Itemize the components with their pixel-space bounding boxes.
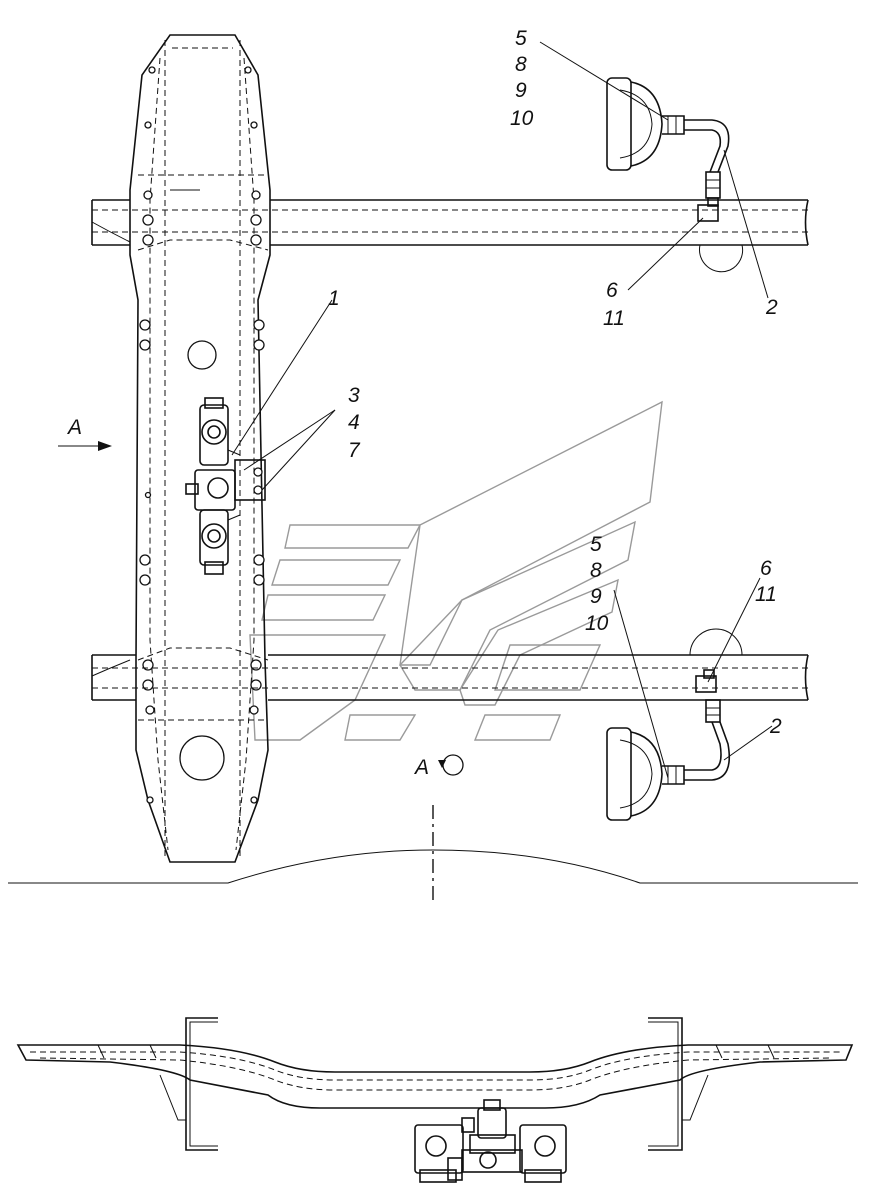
section-mark-label: A bbox=[413, 756, 429, 779]
valve-assembly-top-view bbox=[185, 397, 266, 575]
callout-9-mid: 9 bbox=[590, 585, 602, 608]
callout-10-top: 10 bbox=[510, 107, 534, 130]
view-arrow-a: A bbox=[58, 416, 112, 451]
callout-7: 7 bbox=[348, 439, 361, 462]
leader-lines bbox=[231, 41, 773, 779]
upper-axle-beam bbox=[91, 199, 809, 273]
callout-2-bottom: 2 bbox=[769, 715, 782, 738]
callout-4: 4 bbox=[348, 411, 360, 434]
watermark-logo bbox=[249, 400, 663, 741]
callout-labels: 5 8 9 10 6 11 2 1 3 4 7 5 8 9 10 6 11 2 bbox=[328, 27, 782, 738]
upper-brake-hose bbox=[684, 119, 730, 222]
callout-2-top: 2 bbox=[765, 296, 778, 319]
callout-5-mid: 5 bbox=[590, 533, 602, 556]
callout-8-top: 8 bbox=[515, 53, 527, 76]
valve-assembly-front-view bbox=[414, 1099, 567, 1183]
callout-11-bottom: 11 bbox=[755, 583, 777, 606]
callout-6-bottom: 6 bbox=[760, 557, 772, 580]
upper-brake-chamber bbox=[606, 77, 685, 171]
cross-member-front-view bbox=[16, 1044, 854, 1109]
callout-8-mid: 8 bbox=[590, 559, 602, 582]
section-line bbox=[8, 805, 858, 900]
lower-brake-hose bbox=[684, 669, 731, 781]
callout-3: 3 bbox=[348, 384, 360, 407]
callout-11-top: 11 bbox=[603, 307, 625, 330]
callout-10-mid: 10 bbox=[585, 612, 609, 635]
frame-rail-right-section bbox=[648, 1017, 709, 1151]
lower-brake-chamber bbox=[606, 727, 685, 821]
section-mark-a: A bbox=[413, 754, 464, 779]
frame-side-member bbox=[129, 34, 271, 863]
frame-rail-left-section bbox=[159, 1017, 218, 1151]
callout-6-top: 6 bbox=[606, 279, 618, 302]
callout-5-top: 5 bbox=[515, 27, 527, 50]
view-arrow-label: A bbox=[66, 416, 82, 439]
callout-9-top: 9 bbox=[515, 79, 527, 102]
callout-1: 1 bbox=[328, 287, 340, 310]
frame-holes bbox=[139, 66, 265, 804]
